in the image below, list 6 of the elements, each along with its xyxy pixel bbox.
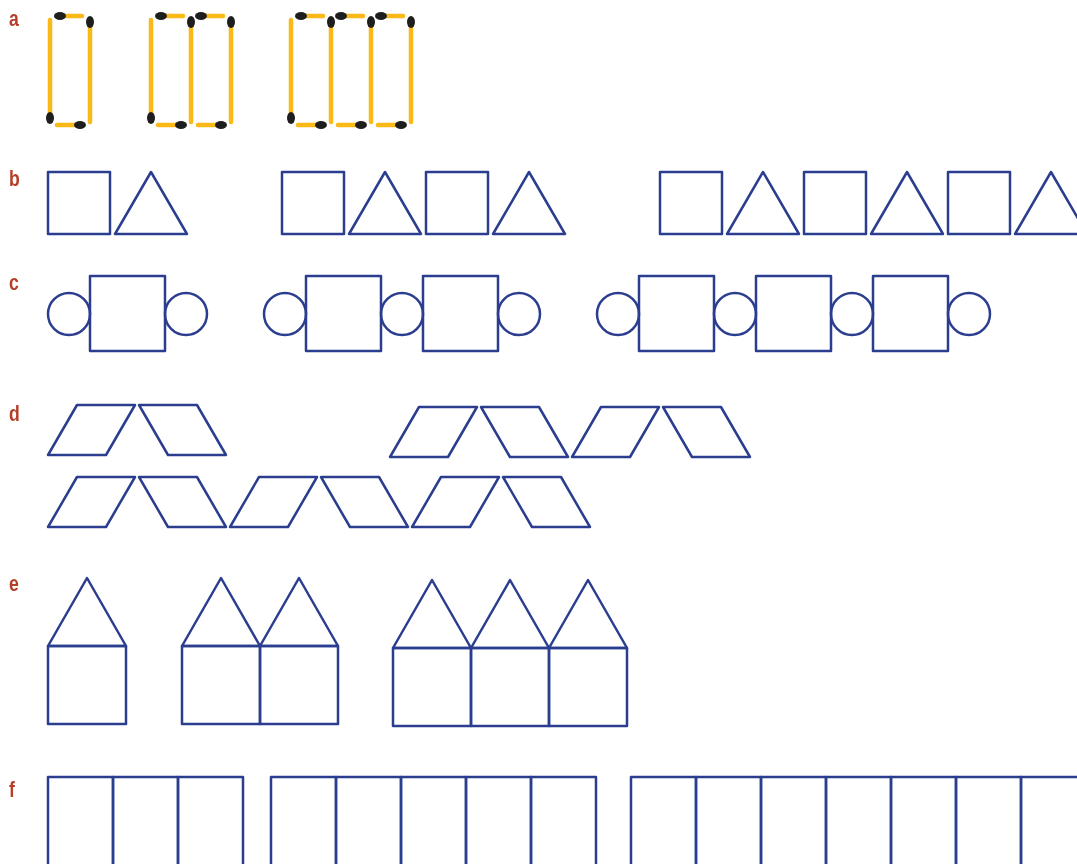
panel-letter: c xyxy=(9,272,19,294)
panel-letter: e xyxy=(9,573,19,595)
panel-letter: a xyxy=(9,8,19,30)
panel-letter: d xyxy=(9,403,20,425)
panel-letter: b xyxy=(9,168,20,190)
panel-letter: f xyxy=(9,779,15,801)
